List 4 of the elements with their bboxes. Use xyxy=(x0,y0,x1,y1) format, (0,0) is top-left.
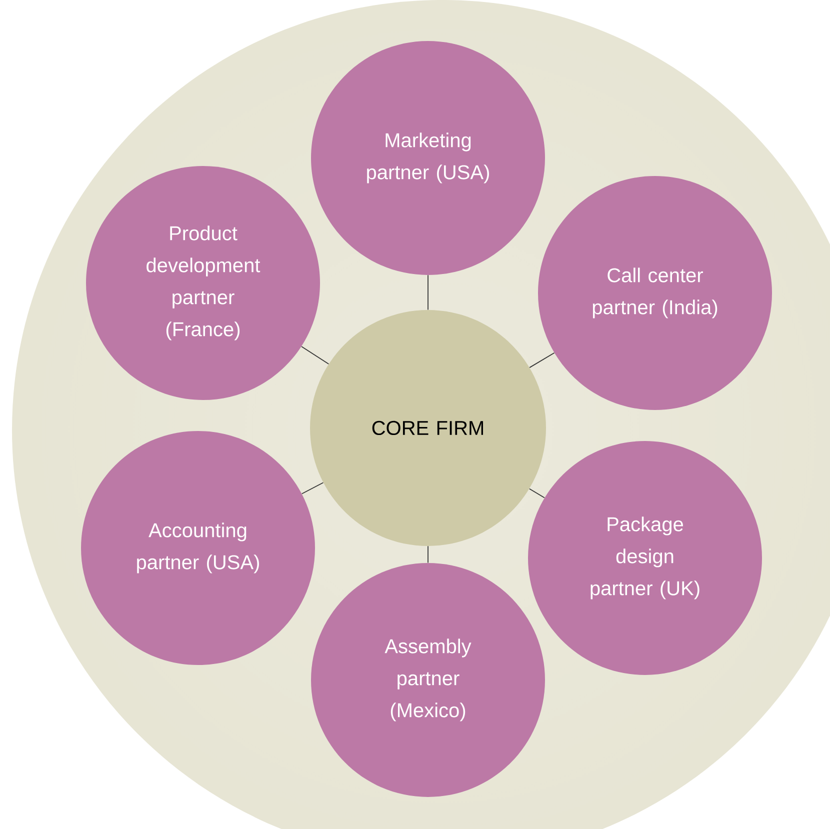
connector-line xyxy=(528,488,545,498)
connector-line xyxy=(301,482,324,494)
connector-line xyxy=(301,346,330,364)
connector-line xyxy=(529,352,555,368)
